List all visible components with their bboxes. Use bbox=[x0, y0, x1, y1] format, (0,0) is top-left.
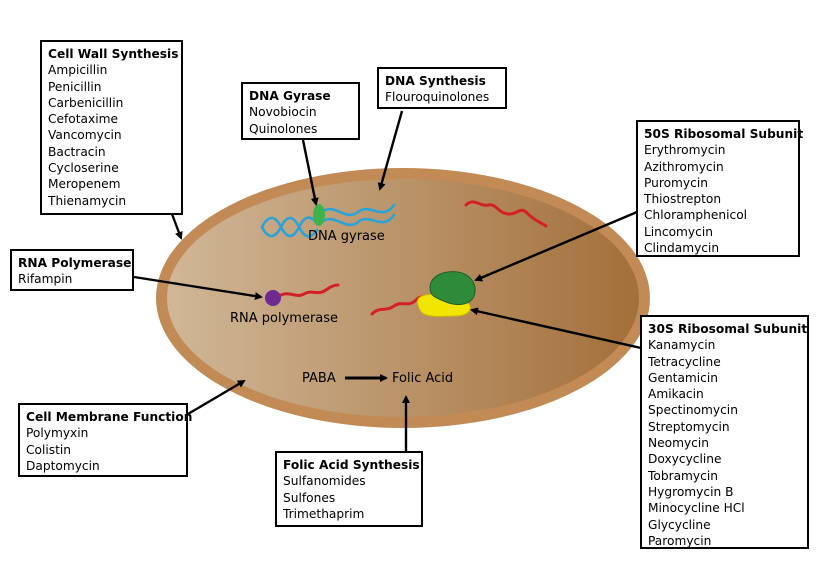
drug-item: Trimethaprim bbox=[283, 506, 365, 521]
drug-item: Chloramphenicol bbox=[644, 208, 748, 223]
pointer-30s bbox=[470, 307, 642, 350]
pointer-cell-membrane bbox=[187, 379, 246, 416]
drug-item: Puromycin bbox=[644, 175, 708, 190]
drug-item: Bactracin bbox=[48, 144, 106, 159]
drug-item: Kanamycin bbox=[648, 338, 716, 353]
mrna-strand-top bbox=[464, 200, 548, 228]
box-title: DNA Gyrase bbox=[249, 89, 331, 103]
ribosome-50s-subunit bbox=[429, 271, 476, 305]
drug-item: Cycloserine bbox=[48, 161, 119, 176]
drug-item: Minocycline HCl bbox=[648, 501, 745, 516]
box-title: Cell Wall Synthesis bbox=[48, 47, 179, 61]
drug-item: Colistin bbox=[26, 442, 71, 457]
drug-item: Sulfones bbox=[283, 490, 336, 505]
box-title: Folic Acid Synthesis bbox=[283, 458, 420, 472]
drug-item: Streptomycin bbox=[648, 419, 730, 434]
dna-gyrase-enzyme bbox=[313, 204, 325, 226]
drug-item: Glycycline bbox=[648, 517, 711, 532]
drug-item: Lincomycin bbox=[644, 224, 713, 239]
drug-item: Daptomycin bbox=[26, 458, 100, 473]
box-title: Cell Membrane Function bbox=[26, 410, 193, 424]
drug-item: Azithromycin bbox=[644, 159, 724, 174]
drug-item: Polymyxin bbox=[26, 426, 89, 441]
rna-polymerase-box: RNA Polymerase Rifampin bbox=[10, 249, 134, 291]
box-title: 30S Ribosomal Subunit bbox=[648, 322, 808, 336]
drug-item: Quinolones bbox=[249, 121, 318, 136]
pointer-50s bbox=[474, 210, 638, 282]
box-title: 50S Ribosomal Subunit bbox=[644, 127, 804, 141]
drug-item: Clindamycin bbox=[644, 241, 720, 256]
drug-item: Carbenicillin bbox=[48, 95, 124, 110]
dna-gyrase-label: DNA gyrase bbox=[308, 229, 385, 244]
box-title: RNA Polymerase bbox=[18, 256, 132, 270]
dna-helix bbox=[260, 203, 396, 238]
drug-item: Rifampin bbox=[18, 272, 73, 287]
drug-item: Meropenem bbox=[48, 177, 121, 192]
drug-item: Gentamicin bbox=[648, 370, 718, 385]
drug-item: Flouroquinolones bbox=[385, 90, 490, 105]
drug-item: Sulfanomides bbox=[283, 474, 366, 489]
folic-acid-label: Folic Acid bbox=[392, 371, 454, 386]
paba-label: PABA bbox=[302, 371, 336, 386]
drug-item: Neomycin bbox=[648, 436, 709, 451]
drug-item: Paromycin bbox=[648, 533, 712, 548]
drug-item: Tetracycline bbox=[648, 354, 721, 369]
pointer-dna-gyrase bbox=[301, 139, 319, 206]
pointer-lines bbox=[133, 110, 642, 452]
drug-item: Amikacin bbox=[648, 387, 704, 402]
drug-item: Penicillin bbox=[48, 79, 102, 94]
box-title: DNA Synthesis bbox=[385, 74, 486, 88]
drug-list: Flouroquinolones bbox=[385, 89, 499, 105]
drug-item: Spectinomycin bbox=[648, 403, 738, 418]
drug-item: Ampicillin bbox=[48, 63, 108, 78]
rna-polymerase-label: RNA polymerase bbox=[230, 311, 339, 326]
drug-item: Thiostrepton bbox=[644, 192, 722, 207]
drug-item: Novobiocin bbox=[249, 105, 317, 120]
drug-item: Tobramycin bbox=[648, 468, 718, 483]
drug-item: Thienamycin bbox=[48, 193, 127, 208]
pointer-rna-polymerase bbox=[133, 275, 263, 301]
pointer-dna-synthesis bbox=[377, 110, 404, 191]
drug-item: Vancomycin bbox=[48, 128, 122, 143]
pointer-cell-wall bbox=[170, 213, 183, 240]
drug-item: Hygromycin B bbox=[648, 484, 734, 499]
rna-polymerase-enzyme bbox=[265, 290, 281, 306]
cell-cytoplasm bbox=[167, 179, 639, 417]
drug-item: Cefotaxime bbox=[48, 112, 118, 127]
mrna-strand-polymerase bbox=[276, 283, 340, 299]
drug-item: Doxycycline bbox=[648, 452, 722, 467]
drug-list: Rifampin bbox=[18, 271, 126, 287]
drug-item: Erythromycin bbox=[644, 143, 726, 158]
dna-synthesis-box: DNA Synthesis Flouroquinolones bbox=[377, 67, 507, 109]
